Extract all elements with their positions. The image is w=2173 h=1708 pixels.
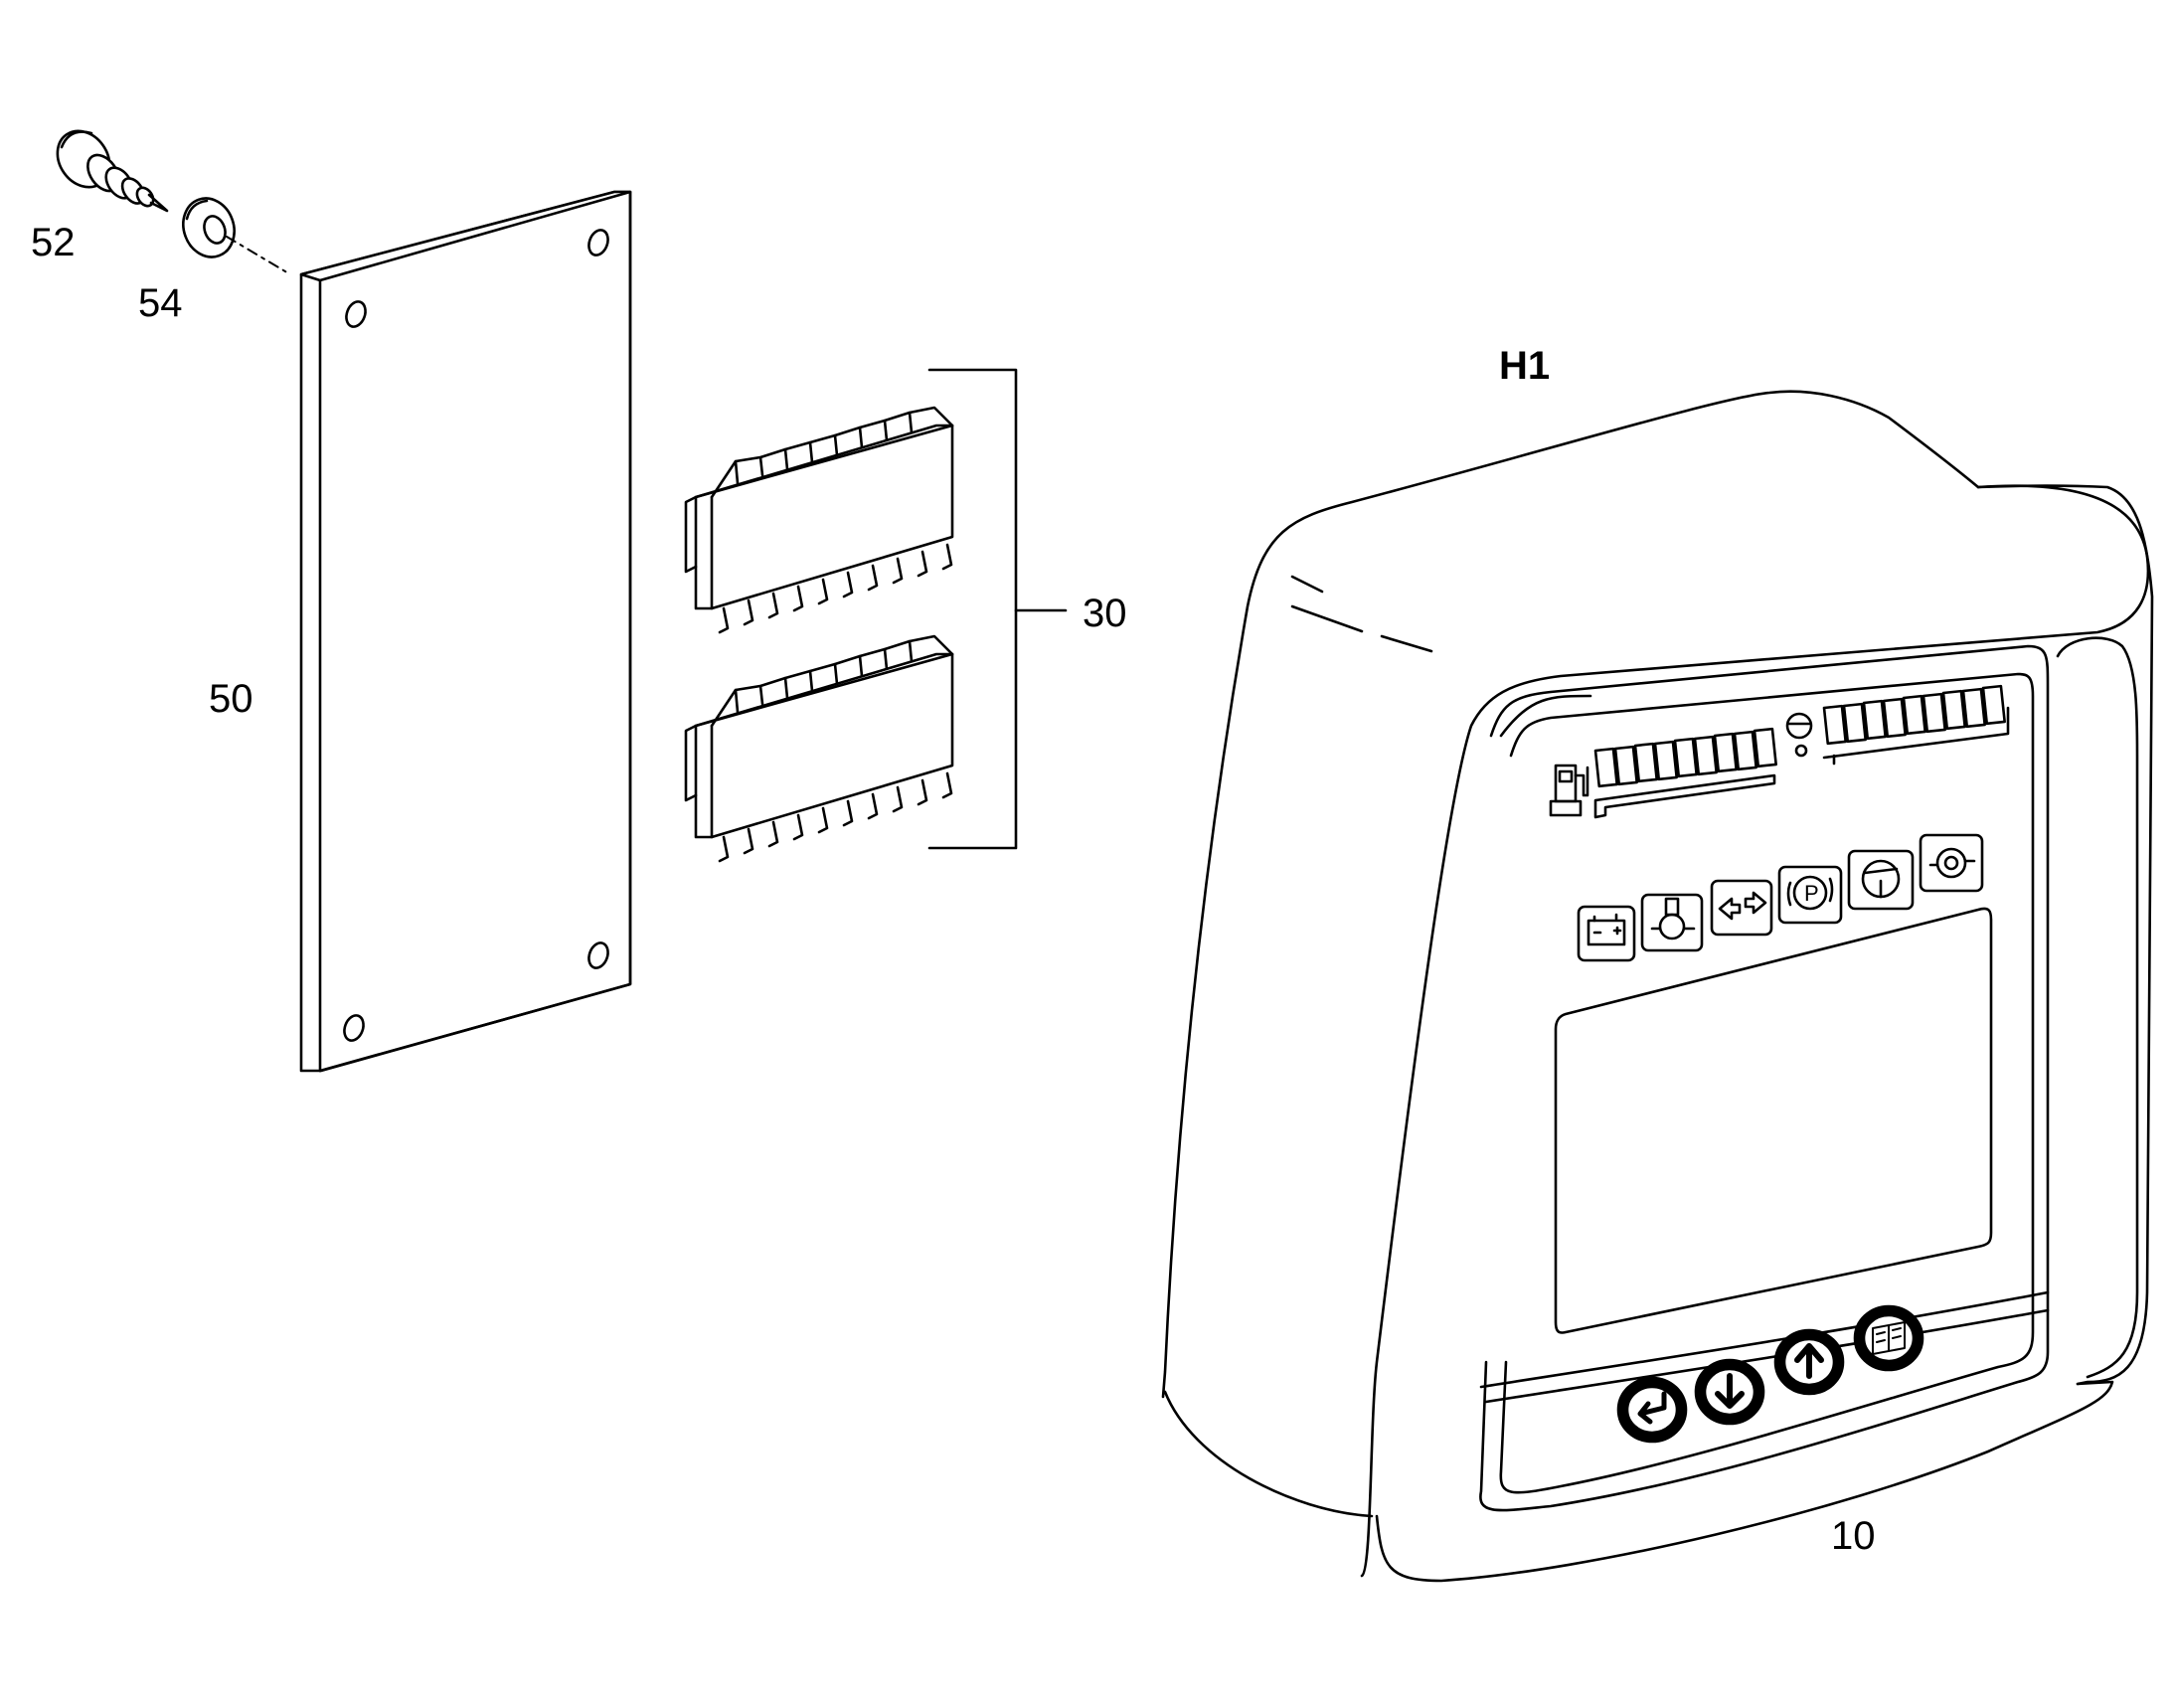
- callout-label-52: 52: [31, 221, 76, 264]
- manual-book-icon: [1853, 1304, 1924, 1372]
- coolant-temp-icon: [1785, 712, 1813, 758]
- down-arrow-icon: [1694, 1358, 1765, 1426]
- cover-plate-icon: [299, 190, 632, 1073]
- callout-label-50: 50: [209, 677, 253, 721]
- connector-upper: [684, 406, 954, 634]
- oil-pressure-icon: [1640, 893, 1704, 952]
- connector-pair-icon: [684, 368, 1068, 863]
- assembly-centerline: [226, 236, 291, 275]
- callout-label-30: 30: [1083, 592, 1127, 635]
- self-tapping-screw-icon: [56, 129, 169, 213]
- bar-graph-gauges: [1593, 684, 2010, 819]
- turn-signal-icon: [1710, 879, 1773, 937]
- svg-text:P: P: [1804, 881, 1819, 906]
- fuel-pump-icon: [1549, 764, 1589, 817]
- callout-label-54: 54: [138, 281, 183, 325]
- battery-icon: [1577, 905, 1636, 962]
- display-screen: [1554, 907, 1993, 1334]
- up-arrow-icon: [1773, 1328, 1845, 1396]
- callout-label-H1: H1: [1499, 344, 1551, 388]
- engine-oil-icon: [1919, 833, 1984, 893]
- callout-label-10: 10: [1831, 1514, 1876, 1558]
- parking-brake-icon: P: [1777, 865, 1843, 925]
- enter-arrow-icon: [1616, 1376, 1688, 1444]
- washer-icon: [182, 197, 236, 258]
- steering-wheel-icon: [1847, 849, 1915, 911]
- connector-lower: [684, 634, 954, 863]
- display-unit-icon: P: [1161, 390, 2154, 1583]
